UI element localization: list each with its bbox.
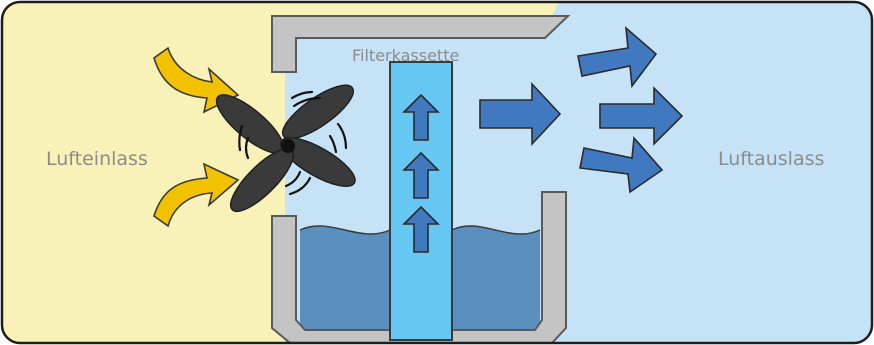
water-right: [452, 225, 540, 330]
water-tank: [299, 225, 541, 330]
filter-label: Filterkassette: [352, 46, 459, 65]
up-arrow-icon: [402, 93, 440, 253]
outlet-label: Luftauslass: [718, 148, 824, 170]
curved-arrow-icon: [153, 46, 240, 228]
inlet-label: Lufteinlass: [46, 148, 148, 170]
water-left: [300, 225, 390, 330]
fan-icon: [215, 84, 356, 213]
right-arrow-icon: [479, 26, 684, 194]
housing-top: [271, 15, 571, 73]
